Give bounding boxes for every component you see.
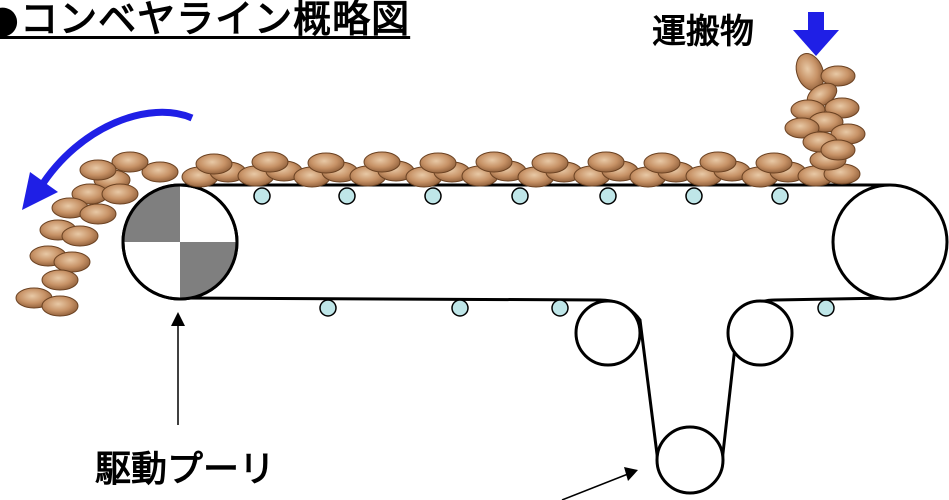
- diagram-title: ●コンベヤライン概略図: [0, 0, 411, 41]
- tail-pulley: [831, 183, 949, 301]
- drive-pulley-label: 駆動プーリ: [95, 449, 276, 490]
- take-up-pulley: [655, 425, 725, 495]
- cargo-label: 運搬物: [652, 12, 754, 52]
- input-arrow: [793, 12, 839, 56]
- snub-pulley-left: [574, 299, 642, 367]
- grain-pile: [15, 53, 866, 317]
- carrier-rollers: [253, 187, 789, 205]
- drive-pulley: [121, 183, 239, 301]
- return-rollers: [319, 299, 835, 317]
- rotation-arrow: [22, 108, 194, 210]
- snub-pulley-right: [726, 299, 794, 367]
- drive-pulley-pointer: [171, 312, 185, 425]
- take-up-pointer: [561, 467, 638, 500]
